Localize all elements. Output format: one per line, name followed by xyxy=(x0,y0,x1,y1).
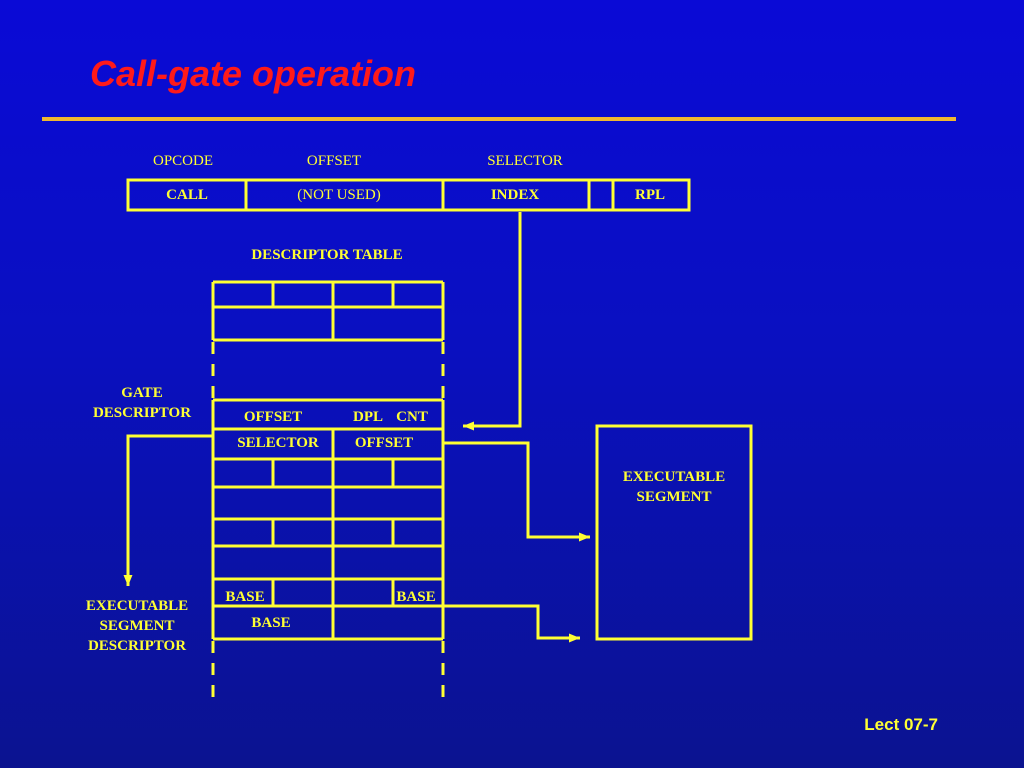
exec-descriptor-label-line3: DESCRIPTOR xyxy=(87,638,187,654)
slide-title: Call-gate operation xyxy=(90,53,417,94)
segment-label-line1: EXECUTABLE xyxy=(622,469,726,485)
gate-offset-high: OFFSET xyxy=(243,409,303,425)
gate-descriptor-label-line1: GATE xyxy=(121,385,163,401)
exec-descriptor-label-line1: EXECUTABLE xyxy=(85,598,189,614)
executable-segment-box xyxy=(595,424,753,641)
descriptor-table-title: DESCRIPTOR TABLE xyxy=(251,247,403,263)
offset-header: OFFSET xyxy=(306,153,362,169)
descriptor-base-low: BASE xyxy=(251,615,291,631)
index-to-gate-arrow xyxy=(463,212,522,431)
call-field: CALL xyxy=(166,187,208,203)
offset-to-segment-arrow xyxy=(443,441,590,542)
opcode-header: OPCODE xyxy=(152,153,214,169)
base-to-segment-arrow xyxy=(443,604,580,643)
title-rule xyxy=(42,117,956,121)
descriptor-base-left: BASE xyxy=(225,589,265,605)
exec-descriptor-label-line2: SEGMENT xyxy=(99,618,175,634)
gate-offset-low: OFFSET xyxy=(354,435,414,451)
slide-footer: Lect 07-7 xyxy=(864,715,938,734)
rpl-field: RPL xyxy=(635,187,665,203)
segment-label-line2: SEGMENT xyxy=(636,489,712,505)
gate-selector: SELECTOR xyxy=(237,435,319,451)
gate-descriptor-label-line2: DESCRIPTOR xyxy=(92,405,192,421)
offset-field: (NOT USED) xyxy=(297,187,381,203)
gate-cnt: CNT xyxy=(396,409,428,425)
descriptor-base-right: BASE xyxy=(396,589,436,605)
gate-dpl: DPL xyxy=(353,409,383,425)
gate-to-descriptor-arrow xyxy=(123,434,213,586)
selector-header: SELECTOR xyxy=(487,153,563,169)
instruction-box xyxy=(126,178,691,212)
index-field: INDEX xyxy=(490,187,540,203)
